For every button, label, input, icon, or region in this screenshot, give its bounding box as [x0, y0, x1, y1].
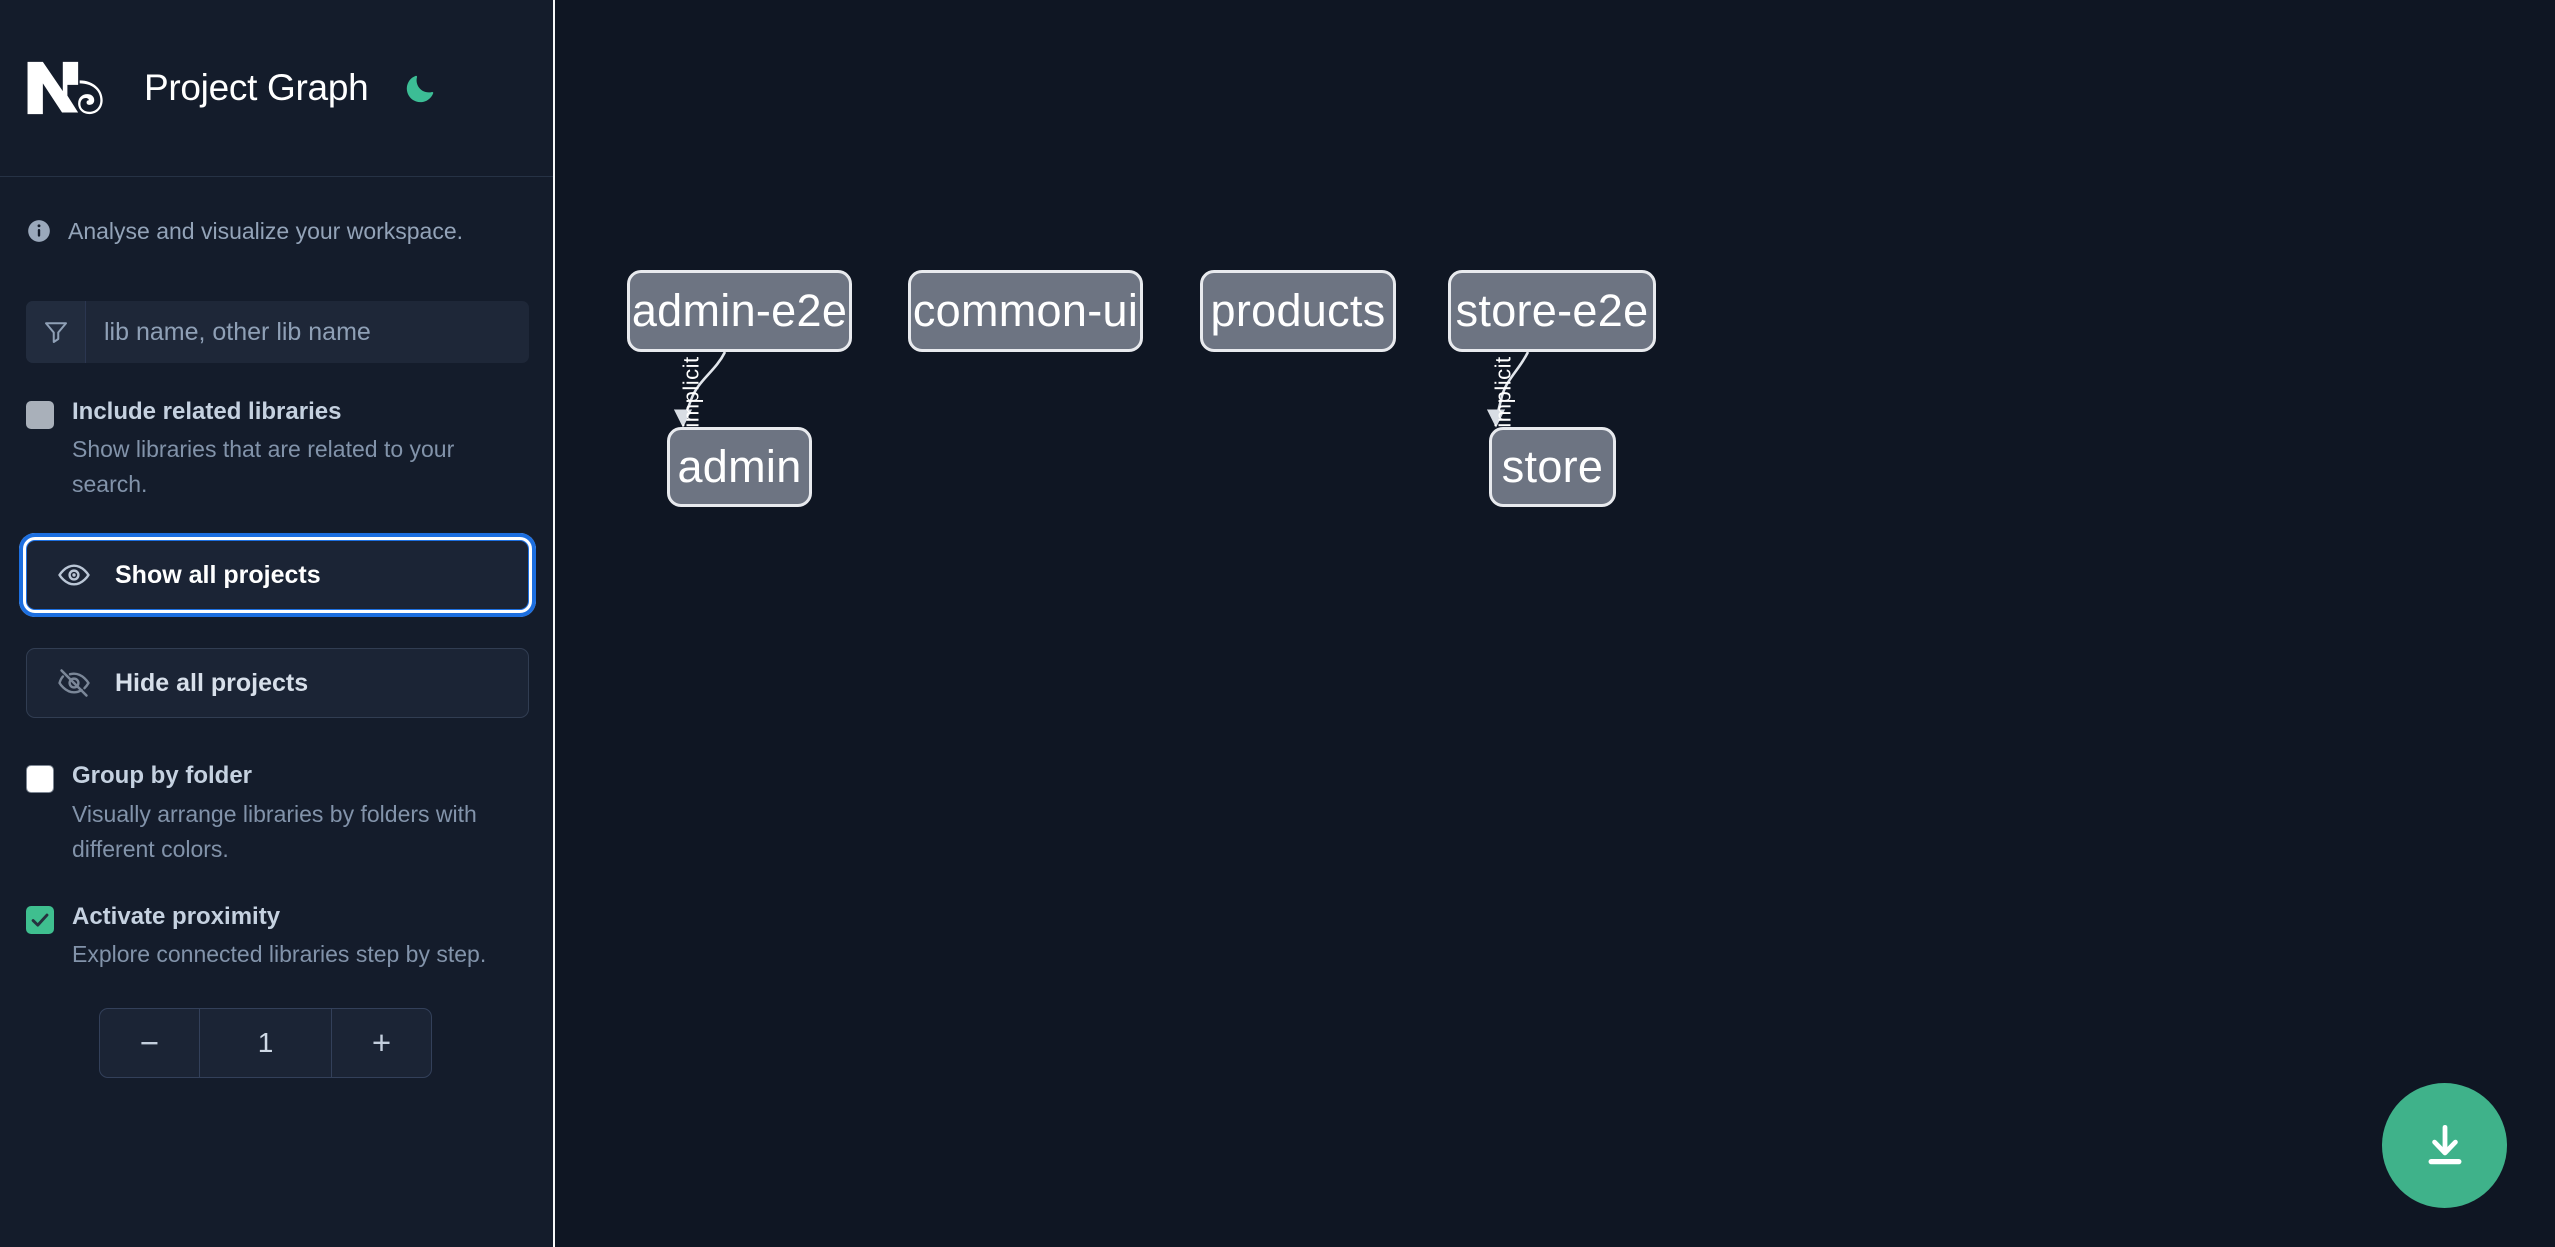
- eye-slash-icon: [57, 666, 91, 700]
- sidebar-header: Project Graph: [0, 0, 555, 177]
- filter-funnel-icon: [26, 301, 86, 363]
- page-title: Project Graph: [144, 67, 369, 108]
- show-all-projects-label: Show all projects: [115, 560, 321, 589]
- graph-node-common-ui[interactable]: common-ui: [908, 270, 1143, 352]
- proximity-stepper: − 1 +: [99, 1007, 432, 1078]
- moon-icon[interactable]: [398, 66, 442, 110]
- option-text: Include related libraries Show libraries…: [72, 396, 527, 502]
- option-text: Group by folder Visually arrange librari…: [72, 760, 527, 866]
- search-input[interactable]: [86, 301, 529, 363]
- option-label: Activate proximity: [72, 902, 281, 930]
- graph-edges: [673, 351, 1530, 428]
- workspace-info-text: Analyse and visualize your workspace.: [68, 217, 464, 244]
- sidebar: Project Graph Analyse and visualize your…: [0, 0, 555, 1247]
- checkbox-activate-proximity[interactable]: [26, 905, 54, 934]
- workspace-info: Analyse and visualize your workspace.: [0, 177, 555, 249]
- option-description: Visually arrange libraries by folders wi…: [72, 800, 477, 862]
- download-graph-button[interactable]: [2382, 1083, 2507, 1208]
- graph-node-store[interactable]: store: [1489, 427, 1616, 507]
- graph-edge-label-store-implicit: implicit: [1490, 356, 1516, 428]
- eye-icon: [57, 558, 91, 592]
- checkbox-include-related-libraries[interactable]: [26, 401, 54, 429]
- download-icon: [2419, 1120, 2471, 1172]
- option-label: Group by folder: [72, 762, 252, 790]
- option-description: Explore connected libraries step by step…: [72, 940, 487, 967]
- stepper-value: 1: [257, 1026, 274, 1058]
- graph-node-admin[interactable]: admin: [667, 427, 812, 507]
- graph-canvas[interactable]: admin-e2e common-ui products store-e2e a…: [555, 0, 2555, 1247]
- graph-node-store-e2e[interactable]: store-e2e: [1448, 270, 1656, 352]
- nx-logo-icon: [26, 57, 118, 119]
- graph-node-admin-e2e[interactable]: admin-e2e: [627, 270, 852, 352]
- search-field[interactable]: [26, 301, 529, 363]
- graph-node-products[interactable]: products: [1200, 270, 1396, 352]
- show-all-projects-button[interactable]: Show all projects: [19, 533, 536, 618]
- checkbox-group-by-folder[interactable]: [26, 765, 54, 794]
- option-text: Activate proximity Explore connected lib…: [72, 901, 486, 972]
- graph-edge-label-admin-implicit: implicit: [678, 356, 704, 428]
- hide-all-projects-label: Hide all projects: [115, 668, 309, 697]
- option-label: Include related libraries: [72, 398, 342, 425]
- option-include-related-libraries[interactable]: Include related libraries Show libraries…: [26, 396, 529, 502]
- sidebar-scrollbar-track[interactable]: [553, 0, 555, 1247]
- option-description: Show libraries that are related to your …: [72, 436, 455, 498]
- option-activate-proximity[interactable]: Activate proximity Explore connected lib…: [26, 901, 529, 972]
- stepper-decrement-button[interactable]: −: [100, 1008, 200, 1077]
- option-group-by-folder[interactable]: Group by folder Visually arrange librari…: [26, 760, 529, 866]
- hide-all-projects-button[interactable]: Hide all projects: [26, 648, 529, 719]
- stepper-increment-button[interactable]: +: [331, 1008, 431, 1077]
- info-icon: [26, 218, 52, 244]
- sidebar-body: Include related libraries Show libraries…: [0, 301, 555, 1078]
